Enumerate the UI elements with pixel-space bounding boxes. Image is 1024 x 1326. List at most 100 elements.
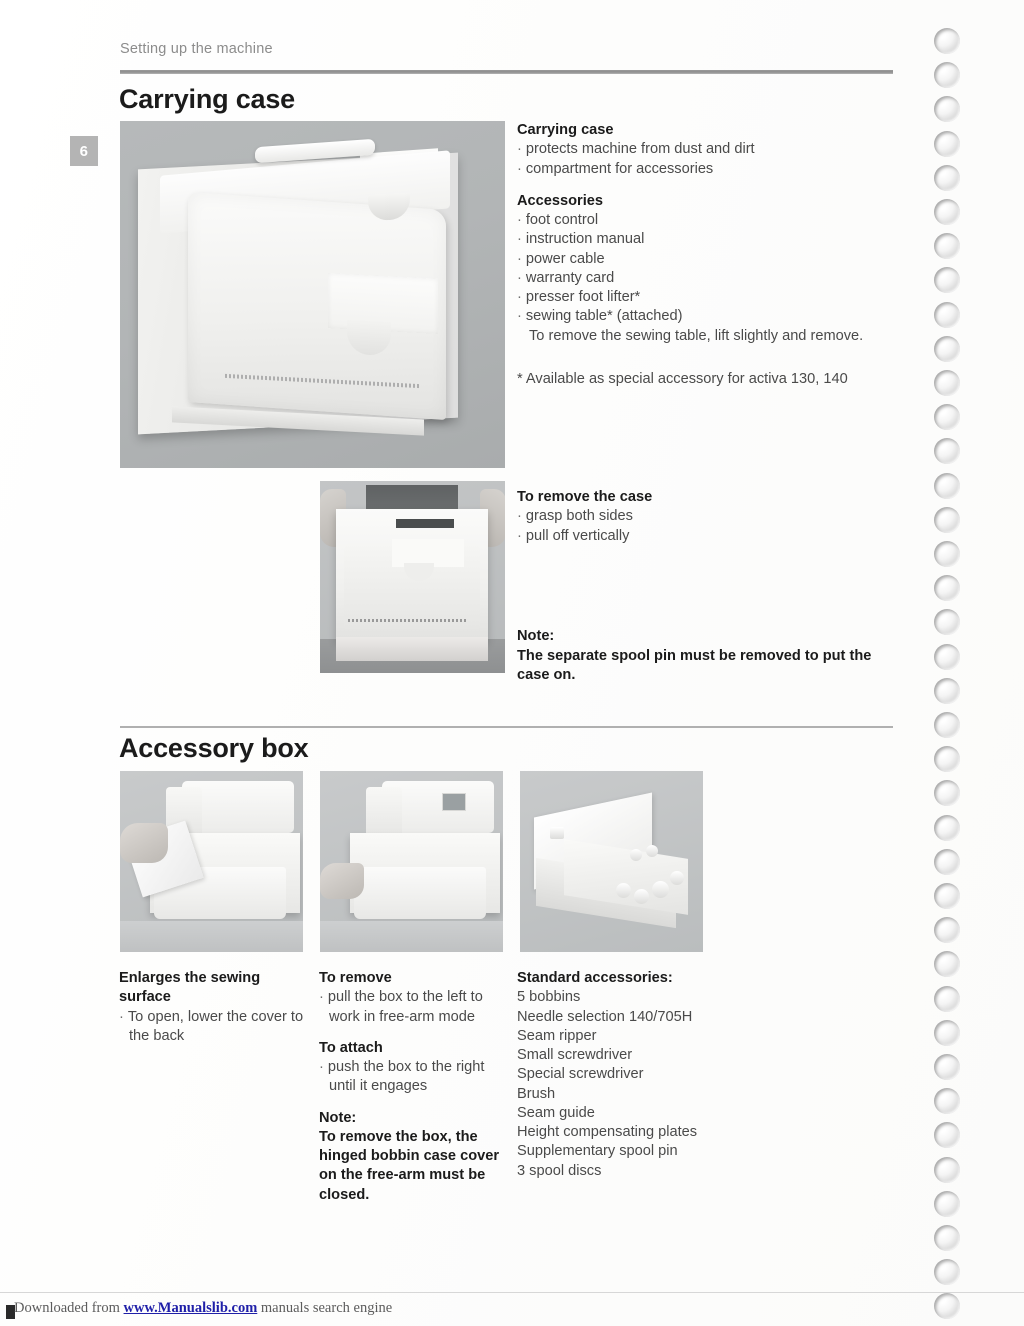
binding-hole (934, 301, 960, 328)
binding-hole (934, 28, 960, 54)
binding-hole (934, 506, 960, 533)
spiral-binding (910, 0, 1024, 1326)
photo-remove-case (320, 481, 505, 673)
binding-hole (934, 472, 960, 499)
footer-suffix: manuals search engine (257, 1300, 393, 1316)
photo-standard-accessories (520, 771, 703, 952)
note-label: Note: (319, 1109, 357, 1126)
binding-hole (934, 1054, 960, 1080)
note-text: The separate spool pin must be removed t… (517, 647, 872, 684)
column-heading: Standard accessories: (517, 970, 673, 986)
note-bobbin-cover: Note: To remove the box, the hinged bobb… (319, 1109, 514, 1205)
binding-hole (934, 62, 960, 89)
binding-hole (934, 883, 960, 909)
list-item: 5 bobbins (517, 989, 581, 1006)
binding-hole (934, 267, 960, 294)
block-carrying-case: Carrying case ·protects machine from dus… (517, 121, 907, 179)
binding-hole (934, 575, 960, 602)
photo-carrying-case (120, 121, 505, 468)
list-item: ·push the box to the right until it enga… (319, 1059, 485, 1095)
footer-rule (0, 1292, 1024, 1293)
binding-hole (934, 199, 960, 225)
block-to-attach: To attach ·push the box to the right unt… (319, 1039, 514, 1097)
binding-hole (934, 814, 960, 841)
binding-hole (934, 1019, 960, 1046)
section-title-accessory-box: Accessory box (119, 733, 309, 763)
remove-case-details: To remove the case ·grasp both sides ·pu… (517, 488, 907, 546)
list-item: Needle selection 140/705H (517, 1008, 693, 1025)
section-title-carrying-case: Carrying case (119, 84, 295, 114)
running-head: Setting up the machine (120, 41, 273, 57)
block-heading: To remove (319, 970, 392, 986)
carrying-case-details: Carrying case ·protects machine from dus… (517, 121, 907, 359)
block-heading: To remove the case (517, 489, 653, 505)
binding-hole (934, 609, 960, 636)
binding-hole (934, 370, 960, 396)
list-item: ·instruction manual (517, 231, 645, 248)
list-item: ·grasp both sides (517, 508, 633, 525)
list-item: Supplementary spool pin (517, 1143, 678, 1160)
list-item: ·foot control (517, 212, 599, 228)
section-divider-rule (120, 726, 893, 728)
list-item: Seam ripper (517, 1027, 597, 1044)
list-item: Height compensating plates (517, 1124, 698, 1140)
binding-hole (934, 1225, 960, 1251)
binding-hole (934, 746, 960, 773)
binding-hole (934, 1122, 960, 1149)
binding-hole (934, 1293, 960, 1320)
binding-hole (934, 541, 960, 567)
binding-hole (934, 1156, 960, 1183)
column-heading-line1: Enlarges the sewing (119, 970, 261, 986)
note-label: Note: (517, 628, 555, 644)
accessory-column-standard-list: Standard accessories: 5 bobbins Needle s… (517, 969, 717, 1181)
binding-hole (934, 951, 960, 978)
binding-hole (934, 233, 960, 260)
binding-hole (934, 96, 960, 123)
block-heading: Carrying case (517, 122, 614, 138)
block-heading: To attach (319, 1039, 383, 1056)
list-item: 3 spool discs (517, 1162, 602, 1179)
scan-edge-mark (6, 1305, 15, 1319)
binding-hole (934, 164, 960, 191)
binding-hole (934, 677, 960, 704)
list-item: ·To open, lower the cover to the back (119, 1008, 304, 1044)
footer-prefix: Downloaded from (14, 1300, 124, 1316)
block-heading: Accessories (517, 192, 604, 209)
list-item-continuation: To remove the sewing table, lift slightl… (529, 327, 864, 344)
binding-hole (934, 848, 960, 875)
list-item: ·presser foot lifter* (517, 289, 641, 305)
footer-attribution: Downloaded from www.Manualslib.com manua… (14, 1300, 392, 1317)
page-number-tab: 6 (70, 136, 98, 166)
photo-free-arm-mode (320, 771, 503, 952)
block-accessories: Accessories ·foot control ·instruction m… (517, 192, 907, 346)
list-item: ·protects machine from dust and dirt (517, 141, 755, 158)
accessory-column-remove-attach: To remove ·pull the box to the left to w… (319, 969, 514, 1205)
list-item: Small screwdriver (517, 1047, 633, 1063)
list-item: ·warranty card (517, 269, 615, 286)
list-item: ·pull off vertically (517, 527, 630, 544)
list-item: ·compartment for accessories (517, 160, 714, 177)
note-spool-pin: Note: The separate spool pin must be rem… (517, 627, 902, 686)
note-text: To remove the box, the hinged bobbin cas… (319, 1128, 500, 1203)
binding-hole (934, 917, 960, 944)
binding-hole (934, 780, 960, 807)
list-item: Seam guide (517, 1104, 595, 1121)
header-rule (120, 70, 893, 74)
list-item: Brush (517, 1085, 556, 1102)
manualslib-link[interactable]: www.Manualslib.com (123, 1300, 258, 1316)
binding-hole (934, 643, 960, 670)
binding-hole (934, 1259, 960, 1286)
binding-hole (934, 1088, 960, 1115)
footnote-special-accessory: * Available as special accessory for act… (517, 371, 848, 387)
list-item: ·pull the box to the left to work in fre… (319, 989, 483, 1025)
binding-hole (934, 404, 960, 431)
block-to-remove: To remove ·pull the box to the left to w… (319, 969, 514, 1027)
accessory-column-enlarges: Enlarges the sewing surface ·To open, lo… (119, 969, 309, 1046)
list-item: Special screwdriver (517, 1066, 644, 1083)
list-item: ·sewing table* (attached) (517, 308, 683, 325)
binding-hole (934, 438, 960, 465)
list-item: ·power cable (517, 250, 605, 267)
binding-hole (934, 130, 960, 157)
binding-hole (934, 985, 960, 1012)
